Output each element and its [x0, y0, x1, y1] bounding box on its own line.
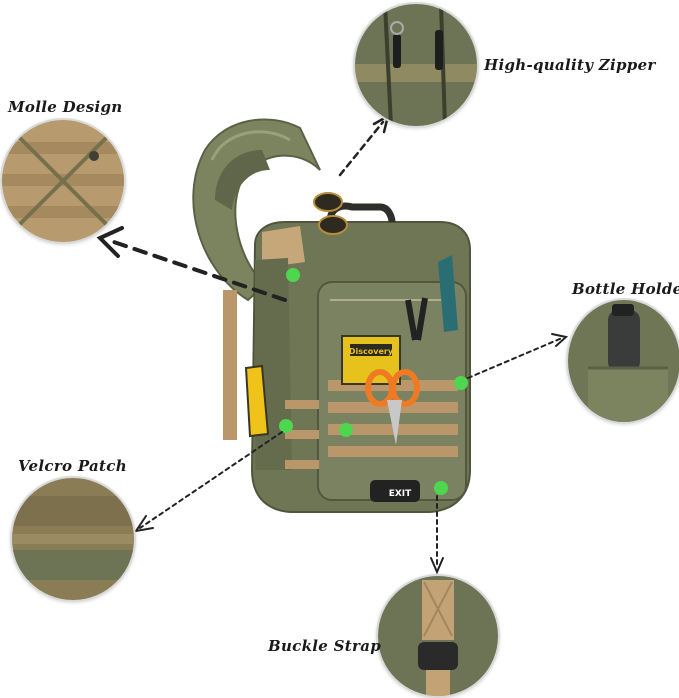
side-webbing-strap: [223, 290, 237, 440]
knife: [438, 255, 458, 332]
zipper-callout-circle: [353, 2, 479, 128]
scissors: [365, 369, 420, 445]
bottle-callout-circle: [566, 298, 679, 424]
sling-backpack: Discovery EXIT: [192, 118, 471, 513]
bottom-buckle: [370, 480, 420, 502]
marker-dot: [286, 268, 300, 282]
feature-markers: [279, 268, 468, 495]
side-tool: [244, 364, 270, 438]
molle-label: Molle Design: [8, 98, 123, 116]
arrow-molle: [106, 238, 287, 302]
marker-dot: [279, 419, 293, 433]
arrow-velcro: [139, 431, 283, 529]
velcro-label: Velcro Patch: [18, 457, 127, 475]
buckle-callout-circle: [376, 574, 500, 698]
callout-arrows: [96, 113, 569, 575]
zipper-label: High-quality Zipper: [484, 56, 656, 74]
pliers: [405, 297, 428, 341]
buckle-label: Buckle Strap: [268, 637, 382, 655]
molle-callout-circle: [0, 118, 126, 244]
shoulder-strap: [192, 118, 321, 302]
velcro-callout-circle: [10, 476, 136, 602]
sunglasses: [313, 192, 348, 235]
arrow-zipper: [338, 120, 385, 177]
marker-dot: [339, 423, 353, 437]
corner-trim: [262, 226, 305, 268]
marker-dot: [434, 481, 448, 495]
arrow-bottle: [467, 337, 563, 379]
buckle-exit-text: EXIT: [389, 489, 412, 499]
discovery-patch-text: Discovery: [349, 347, 394, 356]
marker-dot: [454, 376, 468, 390]
strap-mesh: [215, 150, 270, 210]
bottle-label: Bottle Holder: [572, 280, 679, 298]
